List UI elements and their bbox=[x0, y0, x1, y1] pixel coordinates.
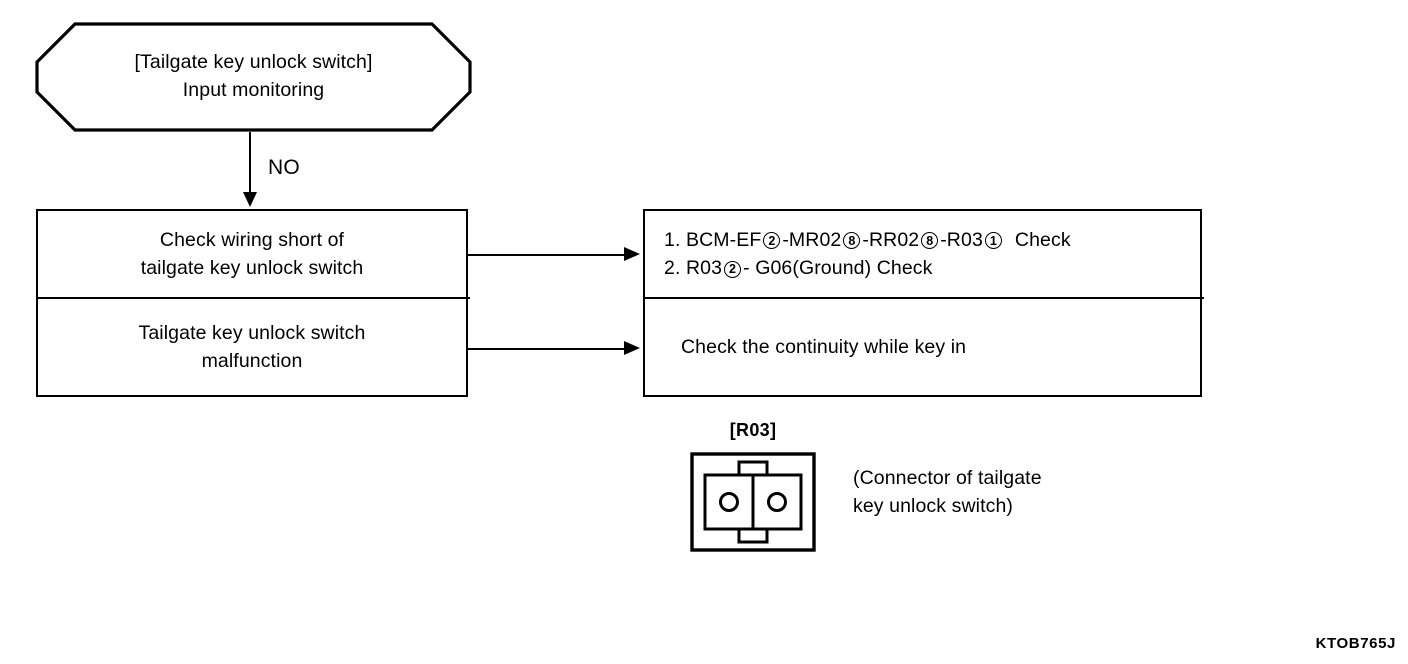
connector-caption-line-2: key unlock switch) bbox=[853, 495, 1014, 518]
decision-node-shape bbox=[35, 22, 472, 132]
right-box-continuity-key-in[interactable]: Check the continuity while key in bbox=[645, 299, 1200, 395]
pin-number-circle: 2 bbox=[724, 260, 742, 278]
inline-text: -RR02 bbox=[862, 228, 920, 251]
left-box-divider bbox=[38, 297, 470, 300]
right-box-divider bbox=[645, 297, 1204, 300]
decision-node-text: [Tailgate key unlock switch] Input monit… bbox=[35, 22, 472, 132]
left-box-check-wiring-short[interactable]: Check wiring short of tailgate key unloc… bbox=[38, 211, 466, 297]
connector-arrow-bottom-line bbox=[468, 348, 626, 351]
left-box-1-line-2: tailgate key unlock switch bbox=[140, 257, 364, 279]
pin-number-circle: 8 bbox=[843, 232, 861, 250]
connector-caption: (Connector of tailgate key unlock switch… bbox=[853, 464, 1042, 521]
flow-arrow-vertical-head bbox=[242, 192, 257, 207]
decision-line-1: [Tailgate key unlock switch] bbox=[134, 51, 373, 74]
inline-text: -R03 bbox=[940, 228, 983, 251]
decision-node: [Tailgate key unlock switch] Input monit… bbox=[35, 22, 472, 132]
left-box-check-wiring-short-text: Check wiring short of tailgate key unloc… bbox=[141, 226, 364, 283]
pin-number-circle: 1 bbox=[984, 232, 1002, 250]
connector-arrow-bottom-head bbox=[624, 341, 640, 356]
inline-text: Check bbox=[1003, 228, 1071, 251]
left-box-1-line-1: Check wiring short of bbox=[159, 228, 345, 251]
left-box-2-line-1: Tailgate key unlock switch bbox=[138, 321, 366, 344]
left-box-group: Check wiring short of tailgate key unloc… bbox=[36, 209, 470, 397]
connector-illustration bbox=[690, 452, 816, 552]
connector-arrow-top-head bbox=[624, 247, 640, 262]
flow-arrow-label-no: NO bbox=[268, 156, 300, 179]
left-box-2-line-2: malfunction bbox=[201, 350, 303, 372]
pin-number-circle: 2 bbox=[763, 232, 781, 250]
decision-line-2: Input monitoring bbox=[182, 79, 325, 101]
left-box-switch-malfunction-text: Tailgate key unlock switch malfunction bbox=[139, 319, 366, 376]
pin-number-circle: 8 bbox=[921, 232, 939, 250]
connector-arrow-top-line bbox=[468, 254, 626, 257]
flow-arrow-vertical-line bbox=[249, 132, 252, 194]
inline-text: BCM-EF bbox=[686, 228, 762, 251]
inline-text: - G06(Ground) Check bbox=[743, 257, 933, 279]
continuity-check-item-2-number: 2. bbox=[664, 257, 681, 279]
inline-text: R03 bbox=[686, 257, 723, 279]
inline-text: -MR02 bbox=[782, 228, 842, 251]
figure-code: KTOB765J bbox=[1315, 635, 1396, 652]
connector-caption-line-1: (Connector of tailgate bbox=[853, 467, 1042, 489]
left-box-switch-malfunction[interactable]: Tailgate key unlock switch malfunction bbox=[38, 299, 466, 395]
connector-illustration-svg bbox=[690, 452, 816, 552]
continuity-check-item-1-number: 1. bbox=[664, 228, 681, 251]
connector-label-r03: [R03] bbox=[729, 420, 777, 440]
right-box-continuity-key-in-text: Check the continuity while key in bbox=[681, 335, 967, 358]
